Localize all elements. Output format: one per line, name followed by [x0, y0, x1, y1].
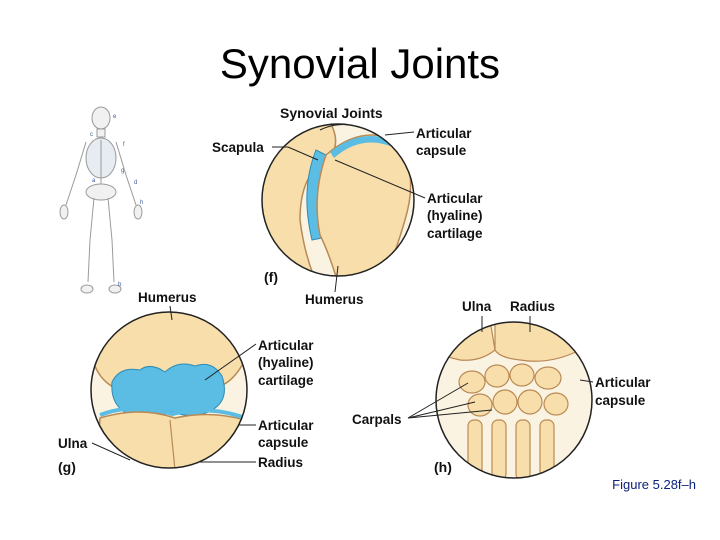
skeleton-left-femur [90, 198, 94, 240]
label-h-ulna: Ulna [462, 299, 492, 314]
label-f-cartilage-line3: cartilage [427, 226, 483, 241]
skeleton-right-tibia [112, 240, 114, 282]
skeleton-skull [92, 107, 110, 129]
skeleton-left-tibia [88, 240, 90, 282]
label-f-capsule-line2: capsule [416, 143, 467, 158]
metacarpal-3 [516, 420, 530, 480]
label-g-radius: Radius [258, 455, 303, 470]
skeleton-right-femur [108, 198, 112, 240]
carpal-7 [518, 390, 542, 414]
label-f-humerus: Humerus [305, 292, 364, 307]
skeleton-left-forearm [66, 175, 76, 205]
label-g-cartilage-line3: cartilage [258, 373, 314, 388]
carpal-1 [459, 371, 485, 393]
label-g-capsule-line1: Articular [258, 418, 314, 433]
label-f-cartilage-line2: (hyaline) [427, 208, 483, 223]
label-h-capsule-line2: capsule [595, 393, 646, 408]
label-g-cartilage-line2: (hyaline) [258, 355, 314, 370]
panel-f-shoulder-joint [250, 120, 414, 290]
label-f-capsule-line1: Articular [416, 126, 472, 141]
skeleton-marker-g: g [121, 168, 124, 174]
label-g-humerus: Humerus [138, 290, 197, 305]
label-g-ulna: Ulna [58, 436, 88, 451]
skeleton-marker-c: c [90, 132, 93, 138]
skeleton-thumbnail [60, 107, 142, 293]
panel-f-letter: (f) [264, 269, 278, 285]
figure-heading: Synovial Joints [280, 105, 383, 121]
skeleton-left-hand [60, 205, 68, 219]
carpal-6 [493, 390, 517, 414]
skeleton-right-hand [134, 205, 142, 219]
label-f-cartilage-line1: Articular [427, 191, 483, 206]
metacarpal-1 [468, 420, 482, 480]
label-h-capsule-line1: Articular [595, 375, 651, 390]
panel-h-wrist-joint [436, 320, 592, 480]
pointer-f-capsule [385, 132, 414, 135]
skeleton-left-foot [81, 285, 93, 293]
metacarpal-2 [492, 420, 506, 480]
carpal-5 [468, 394, 492, 416]
skeleton-marker-f: f [123, 142, 125, 148]
label-g-cartilage-line1: Articular [258, 338, 314, 353]
label-h-radius: Radius [510, 299, 555, 314]
skeleton-neck [97, 129, 105, 137]
skeleton-marker-b: b [118, 282, 122, 288]
carpal-3 [510, 364, 534, 386]
panel-g-knee-joint [90, 310, 250, 480]
label-scapula: Scapula [212, 140, 264, 155]
carpal-4 [535, 367, 561, 389]
skeleton-marker-d: d [134, 180, 137, 186]
skeleton-marker-e: e [113, 114, 117, 120]
panel-g-letter: (g) [58, 459, 76, 475]
skeleton-left-upper-arm [76, 142, 86, 175]
label-h-carpals: Carpals [352, 412, 402, 427]
carpal-8 [544, 393, 568, 415]
panel-h-letter: (h) [434, 459, 452, 475]
label-g-capsule-line2: capsule [258, 435, 309, 450]
skeleton-marker-a: a [92, 178, 96, 184]
figure-caption: Figure 5.28f–h [612, 477, 696, 492]
skeleton-marker-h: h [140, 200, 143, 206]
carpal-2 [485, 365, 509, 387]
skeleton-pelvis [86, 184, 116, 200]
ulna-bone [440, 320, 495, 360]
